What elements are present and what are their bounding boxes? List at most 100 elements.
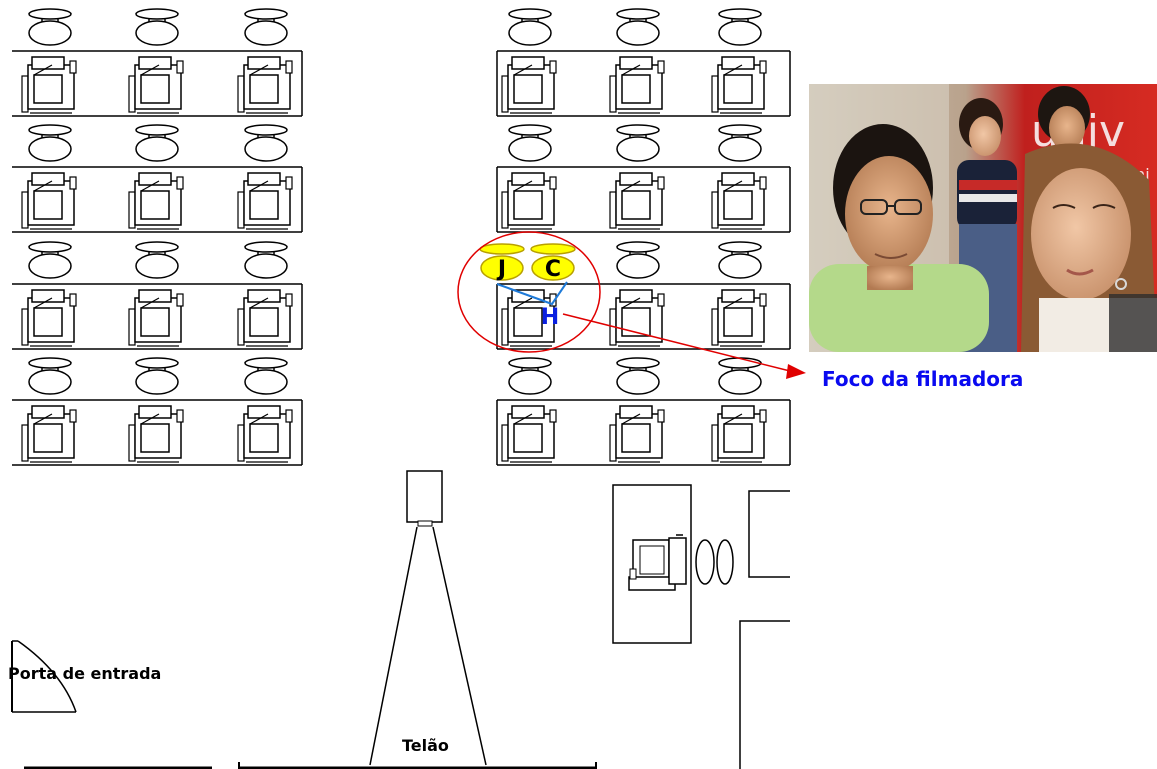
seat [128, 8, 184, 114]
seat-letter-j: J [496, 257, 506, 282]
desk-row [12, 283, 303, 350]
computer-icon [21, 56, 77, 114]
chair-icon [616, 124, 660, 162]
seat [711, 8, 767, 114]
focus-arrow-head [786, 364, 806, 379]
chair-icon [508, 8, 552, 46]
seat [237, 357, 293, 463]
seat [237, 124, 293, 230]
seat [609, 124, 665, 230]
computer-icon [609, 405, 665, 463]
camera-view-photo: univ uni [809, 84, 1157, 352]
seat [609, 357, 665, 463]
computer-icon [609, 289, 665, 347]
computer-icon [128, 172, 184, 230]
computer-icon [711, 172, 767, 230]
desk-row [496, 50, 791, 117]
chair-icon [718, 8, 762, 46]
computer-icon [501, 56, 557, 114]
desk-row [496, 399, 791, 466]
computer-icon [501, 289, 557, 347]
chair-icon [135, 124, 179, 162]
computer-icon [609, 56, 665, 114]
seat [501, 289, 557, 347]
camera-sight-lines [496, 281, 568, 306]
computer-icon [237, 405, 293, 463]
seat-letter-c: C [545, 257, 561, 282]
desk-row [12, 166, 303, 233]
computer-icon [21, 405, 77, 463]
desk-row [496, 166, 791, 233]
chair-icon [28, 124, 72, 162]
seat [501, 357, 557, 463]
seat [21, 357, 77, 463]
chair-icon [718, 357, 762, 395]
computer-icon [501, 172, 557, 230]
computer-icon [711, 56, 767, 114]
seat [711, 124, 767, 230]
computer-icon [501, 405, 557, 463]
computer-icon [711, 289, 767, 347]
chair-icon [135, 357, 179, 395]
computer-icon [237, 56, 293, 114]
seat [609, 8, 665, 114]
desk-row [496, 283, 791, 350]
projection [238, 470, 597, 769]
desk-rows [12, 50, 791, 466]
seat [237, 241, 293, 347]
chair-icon [616, 241, 660, 279]
seat [128, 124, 184, 230]
computer-icon [711, 405, 767, 463]
chair-icon [718, 241, 762, 279]
chair-icon [28, 357, 72, 395]
seat [609, 241, 665, 347]
desk-row [12, 399, 303, 466]
computer-icon [628, 534, 687, 591]
highlighted-seat-c: C [530, 243, 576, 282]
computer-icon [128, 56, 184, 114]
teacher-desk [612, 484, 790, 769]
focus-circle [457, 231, 601, 353]
screen-label: Telão [402, 736, 449, 755]
chair-icon [135, 241, 179, 279]
seat [128, 357, 184, 463]
chair-icon [244, 357, 288, 395]
computer-icon [609, 172, 665, 230]
chair-icon [508, 124, 552, 162]
chair-icon [508, 357, 552, 395]
chair-icon [616, 357, 660, 395]
computer-icon [128, 289, 184, 347]
chair-icon [28, 241, 72, 279]
seat [711, 357, 767, 463]
computer-icon [21, 289, 77, 347]
chair-icon [244, 241, 288, 279]
chair-icon [28, 8, 72, 46]
seat [128, 241, 184, 347]
seat [501, 8, 557, 114]
chair-icon [616, 8, 660, 46]
seat [21, 241, 77, 347]
door-label: Porta de entrada [8, 664, 162, 683]
highlighted-seats: J C [479, 243, 576, 282]
seat [21, 124, 77, 230]
chair-icon [718, 124, 762, 162]
computer-icon [21, 172, 77, 230]
computer-icon [128, 405, 184, 463]
seat [501, 124, 557, 230]
desk-row [12, 50, 303, 117]
camera-focus: H [457, 231, 806, 379]
seat [711, 241, 767, 347]
camera-marker: H [541, 305, 559, 330]
chair-icon [135, 8, 179, 46]
computer-icon [237, 172, 293, 230]
seat [237, 8, 293, 114]
focus-arrow-line [562, 313, 791, 372]
chair-icon [244, 124, 288, 162]
door-icon [11, 640, 212, 769]
seats [21, 8, 767, 463]
chair-icon [244, 8, 288, 46]
highlighted-seat-j: J [479, 243, 525, 282]
computer-icon [237, 289, 293, 347]
camera-focus-label: Foco da filmadora [822, 367, 1024, 391]
